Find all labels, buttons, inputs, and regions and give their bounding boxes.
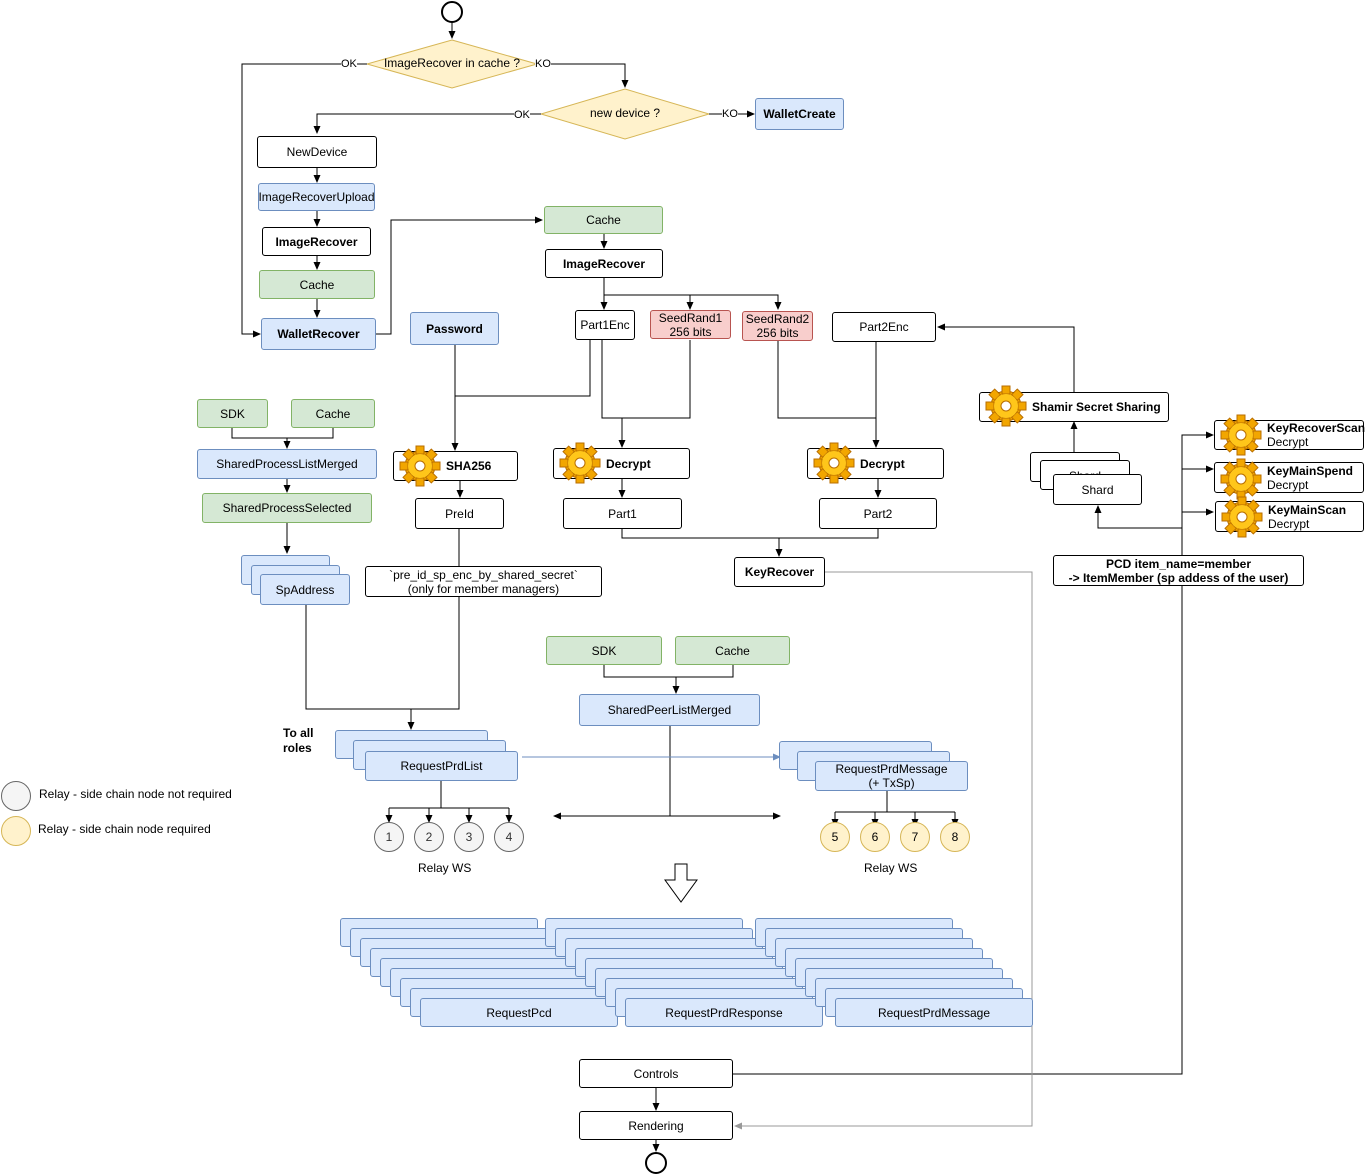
relay-ws-label-right: Relay WS — [864, 861, 918, 875]
decision-new-device-text: new device ? — [589, 106, 661, 120]
to-all-roles-label: To all roles — [283, 726, 314, 755]
ko-label-2: KO — [722, 108, 738, 120]
relay-node-3[interactable]: 3 — [454, 822, 484, 852]
request-prd-message-node[interactable]: RequestPrdMessage — [835, 998, 1033, 1027]
key-main-spend-sub: Decrypt — [1267, 477, 1309, 492]
pcd-item-text: PCD item_name=member -> ItemMember (sp a… — [1068, 556, 1289, 585]
shard-node[interactable]: Shard — [1053, 474, 1142, 505]
decrypt-2-text: Decrypt — [860, 456, 905, 471]
part2-node[interactable]: Part2 — [819, 498, 937, 529]
gear-icon — [1220, 458, 1262, 500]
cache-node-mid[interactable]: Cache — [544, 206, 663, 234]
gear-icon — [559, 442, 601, 484]
cache-node-sdk-left[interactable]: Cache — [291, 399, 375, 428]
wallet-create-node[interactable]: WalletCreate — [755, 98, 844, 130]
sp-address-node[interactable]: SpAddress — [260, 574, 350, 605]
legend-swatch-required — [1, 816, 31, 846]
request-prd-list-node[interactable]: RequestPrdList — [365, 751, 518, 781]
controls-node[interactable]: Controls — [579, 1059, 733, 1088]
image-recover-node-left[interactable]: ImageRecover — [262, 227, 371, 256]
pre-id-enc-node[interactable]: `pre_id_sp_enc_by_shared_secret` (only f… — [365, 566, 602, 597]
pre-id-node[interactable]: PreId — [415, 498, 504, 529]
start-node — [441, 1, 463, 23]
ok-label-1: OK — [341, 58, 357, 70]
relay-node-4[interactable]: 4 — [494, 822, 524, 852]
wallet-recover-node[interactable]: WalletRecover — [261, 318, 376, 350]
relay-node-5[interactable]: 5 — [820, 822, 850, 852]
relay-node-7[interactable]: 7 — [900, 822, 930, 852]
shared-peer-list-merged-node[interactable]: SharedPeerListMerged — [579, 694, 760, 726]
gear-icon — [813, 442, 855, 484]
seedrand1-text: SeedRand1 256 bits — [658, 310, 723, 339]
ko-label-1: KO — [535, 58, 551, 70]
key-main-scan-sub: Decrypt — [1268, 516, 1310, 531]
key-recover-scan-text: KeyRecoverScan — [1267, 421, 1366, 435]
decision-cache-check — [365, 39, 539, 89]
end-node — [645, 1152, 667, 1174]
pcd-item-member-node[interactable]: PCD item_name=member -> ItemMember (sp a… — [1053, 555, 1304, 586]
cache-node-center[interactable]: Cache — [675, 636, 790, 665]
sha256-text: SHA256 — [446, 459, 492, 473]
legend-label-not-required: Relay - side chain node not required — [39, 787, 232, 801]
request-prd-message-txsp-text: RequestPrdMessage (+ TxSp) — [835, 762, 948, 790]
shared-process-selected-node[interactable]: SharedProcessSelected — [202, 493, 372, 523]
password-node[interactable]: Password — [410, 312, 499, 345]
rendering-node[interactable]: Rendering — [579, 1111, 733, 1140]
legend-swatch-not-required — [1, 781, 31, 811]
request-prd-message-txsp-node[interactable]: RequestPrdMessage (+ TxSp) — [815, 761, 968, 791]
image-recover-node-mid[interactable]: ImageRecover — [545, 249, 663, 278]
seedrand2-text: SeedRand2 256 bits — [745, 312, 810, 340]
relay-node-6[interactable]: 6 — [860, 822, 890, 852]
seedrand1-node[interactable]: SeedRand1 256 bits — [650, 310, 731, 339]
sdk-node-left[interactable]: SDK — [197, 399, 268, 428]
shared-process-list-merged-node[interactable]: SharedProcessListMerged — [197, 449, 377, 479]
legend-label-required: Relay - side chain node required — [38, 822, 211, 836]
sdk-node-center[interactable]: SDK — [546, 636, 662, 665]
key-main-scan-text: KeyMainScan — [1268, 502, 1347, 517]
key-main-spend-text: KeyMainSpend — [1267, 463, 1354, 478]
relay-node-1[interactable]: 1 — [374, 822, 404, 852]
gear-icon — [1221, 496, 1263, 538]
request-prd-response-node[interactable]: RequestPrdResponse — [625, 998, 823, 1027]
pre-id-enc-text: `pre_id_sp_enc_by_shared_secret` (only f… — [389, 567, 578, 596]
decision-new-device — [539, 88, 711, 140]
relay-ws-label-left: Relay WS — [418, 861, 472, 875]
request-pcd-node[interactable]: RequestPcd — [420, 998, 618, 1027]
part2enc-node[interactable]: Part2Enc — [832, 312, 936, 342]
seedrand2-node[interactable]: SeedRand2 256 bits — [742, 311, 813, 341]
decision-cache-check-text: ImageRecover in cache ? — [383, 56, 521, 70]
new-device-node[interactable]: NewDevice — [257, 136, 377, 168]
key-recover-scan-sub: Decrypt — [1267, 435, 1309, 449]
part1-node[interactable]: Part1 — [563, 498, 682, 529]
key-recover-node[interactable]: KeyRecover — [734, 557, 825, 587]
gear-icon — [985, 385, 1027, 427]
cache-node-left[interactable]: Cache — [259, 270, 375, 299]
image-recover-upload-node[interactable]: ImageRecoverUpload — [258, 183, 375, 211]
decrypt-1-text: Decrypt — [606, 456, 651, 471]
down-arrow-shape — [664, 863, 698, 903]
part1enc-node[interactable]: Part1Enc — [575, 310, 635, 340]
relay-node-8[interactable]: 8 — [940, 822, 970, 852]
relay-node-2[interactable]: 2 — [414, 822, 444, 852]
gear-icon — [399, 445, 441, 487]
gear-icon — [1220, 414, 1262, 456]
shamir-text: Shamir Secret Sharing — [1032, 400, 1161, 414]
ok-label-2: OK — [514, 109, 530, 121]
